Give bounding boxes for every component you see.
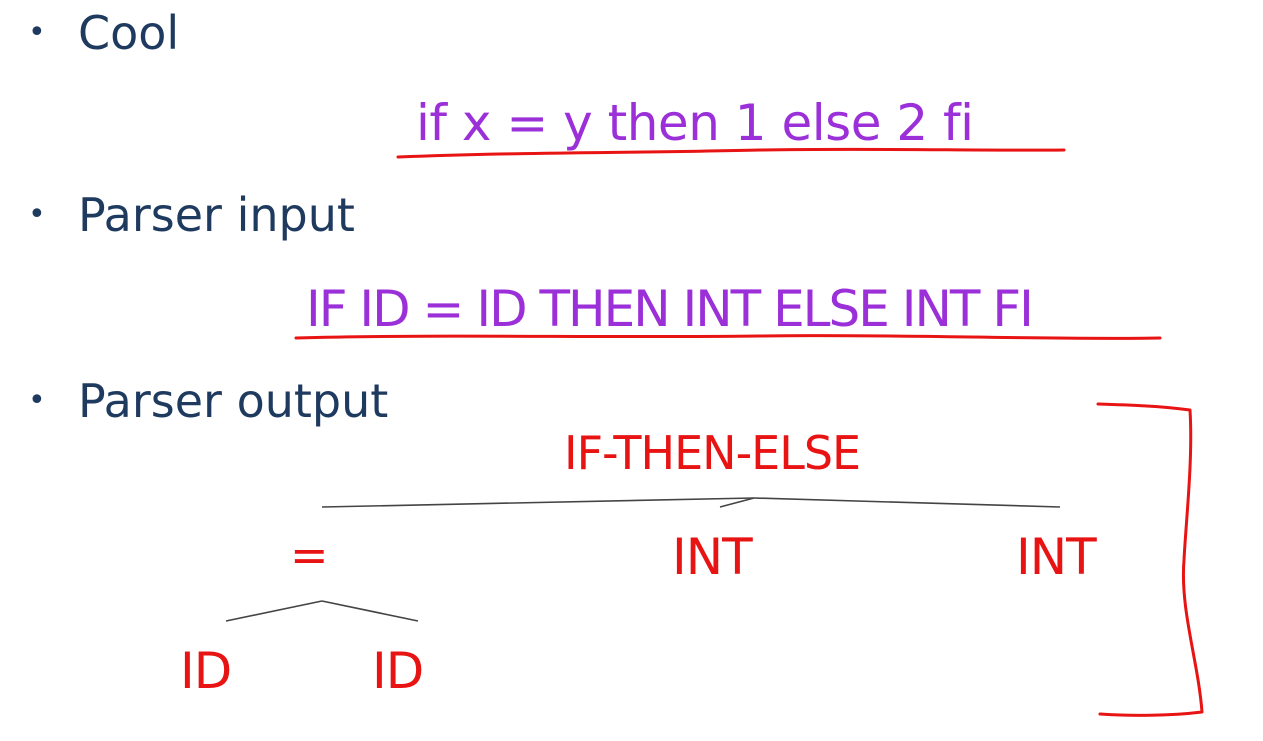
bullet-label-cool: Cool	[78, 6, 180, 60]
source-code-example: if x = y then 1 else 2 fi	[416, 94, 974, 152]
parse-tree-bracket	[1096, 402, 1204, 717]
tree-node-int-then: INT	[672, 528, 753, 586]
edge-equals-to-id-right	[321, 600, 419, 622]
tree-node-equals: =	[290, 528, 329, 582]
bullet-parser-input: •	[28, 197, 46, 232]
tree-node-id-left: ID	[180, 642, 232, 700]
tree-edges	[225, 497, 1061, 622]
edge-root-to-int-then	[719, 497, 755, 508]
bullet-cool: •	[28, 15, 46, 50]
tree-node-id-right: ID	[372, 642, 424, 700]
edge-root-to-equals	[321, 497, 755, 508]
bullet-parser-output: •	[28, 383, 46, 418]
bullet-label-parser-output: Parser output	[78, 374, 389, 428]
bullet-label-parser-input: Parser input	[78, 188, 355, 242]
edge-equals-to-id-left	[225, 600, 323, 622]
token-stream: IF ID = ID THEN INT ELSE INT FI	[306, 280, 1034, 338]
edge-root-to-int-else	[753, 497, 1061, 508]
tree-node-int-else: INT	[1016, 528, 1097, 586]
tree-node-root: IF-THEN-ELSE	[564, 426, 861, 480]
